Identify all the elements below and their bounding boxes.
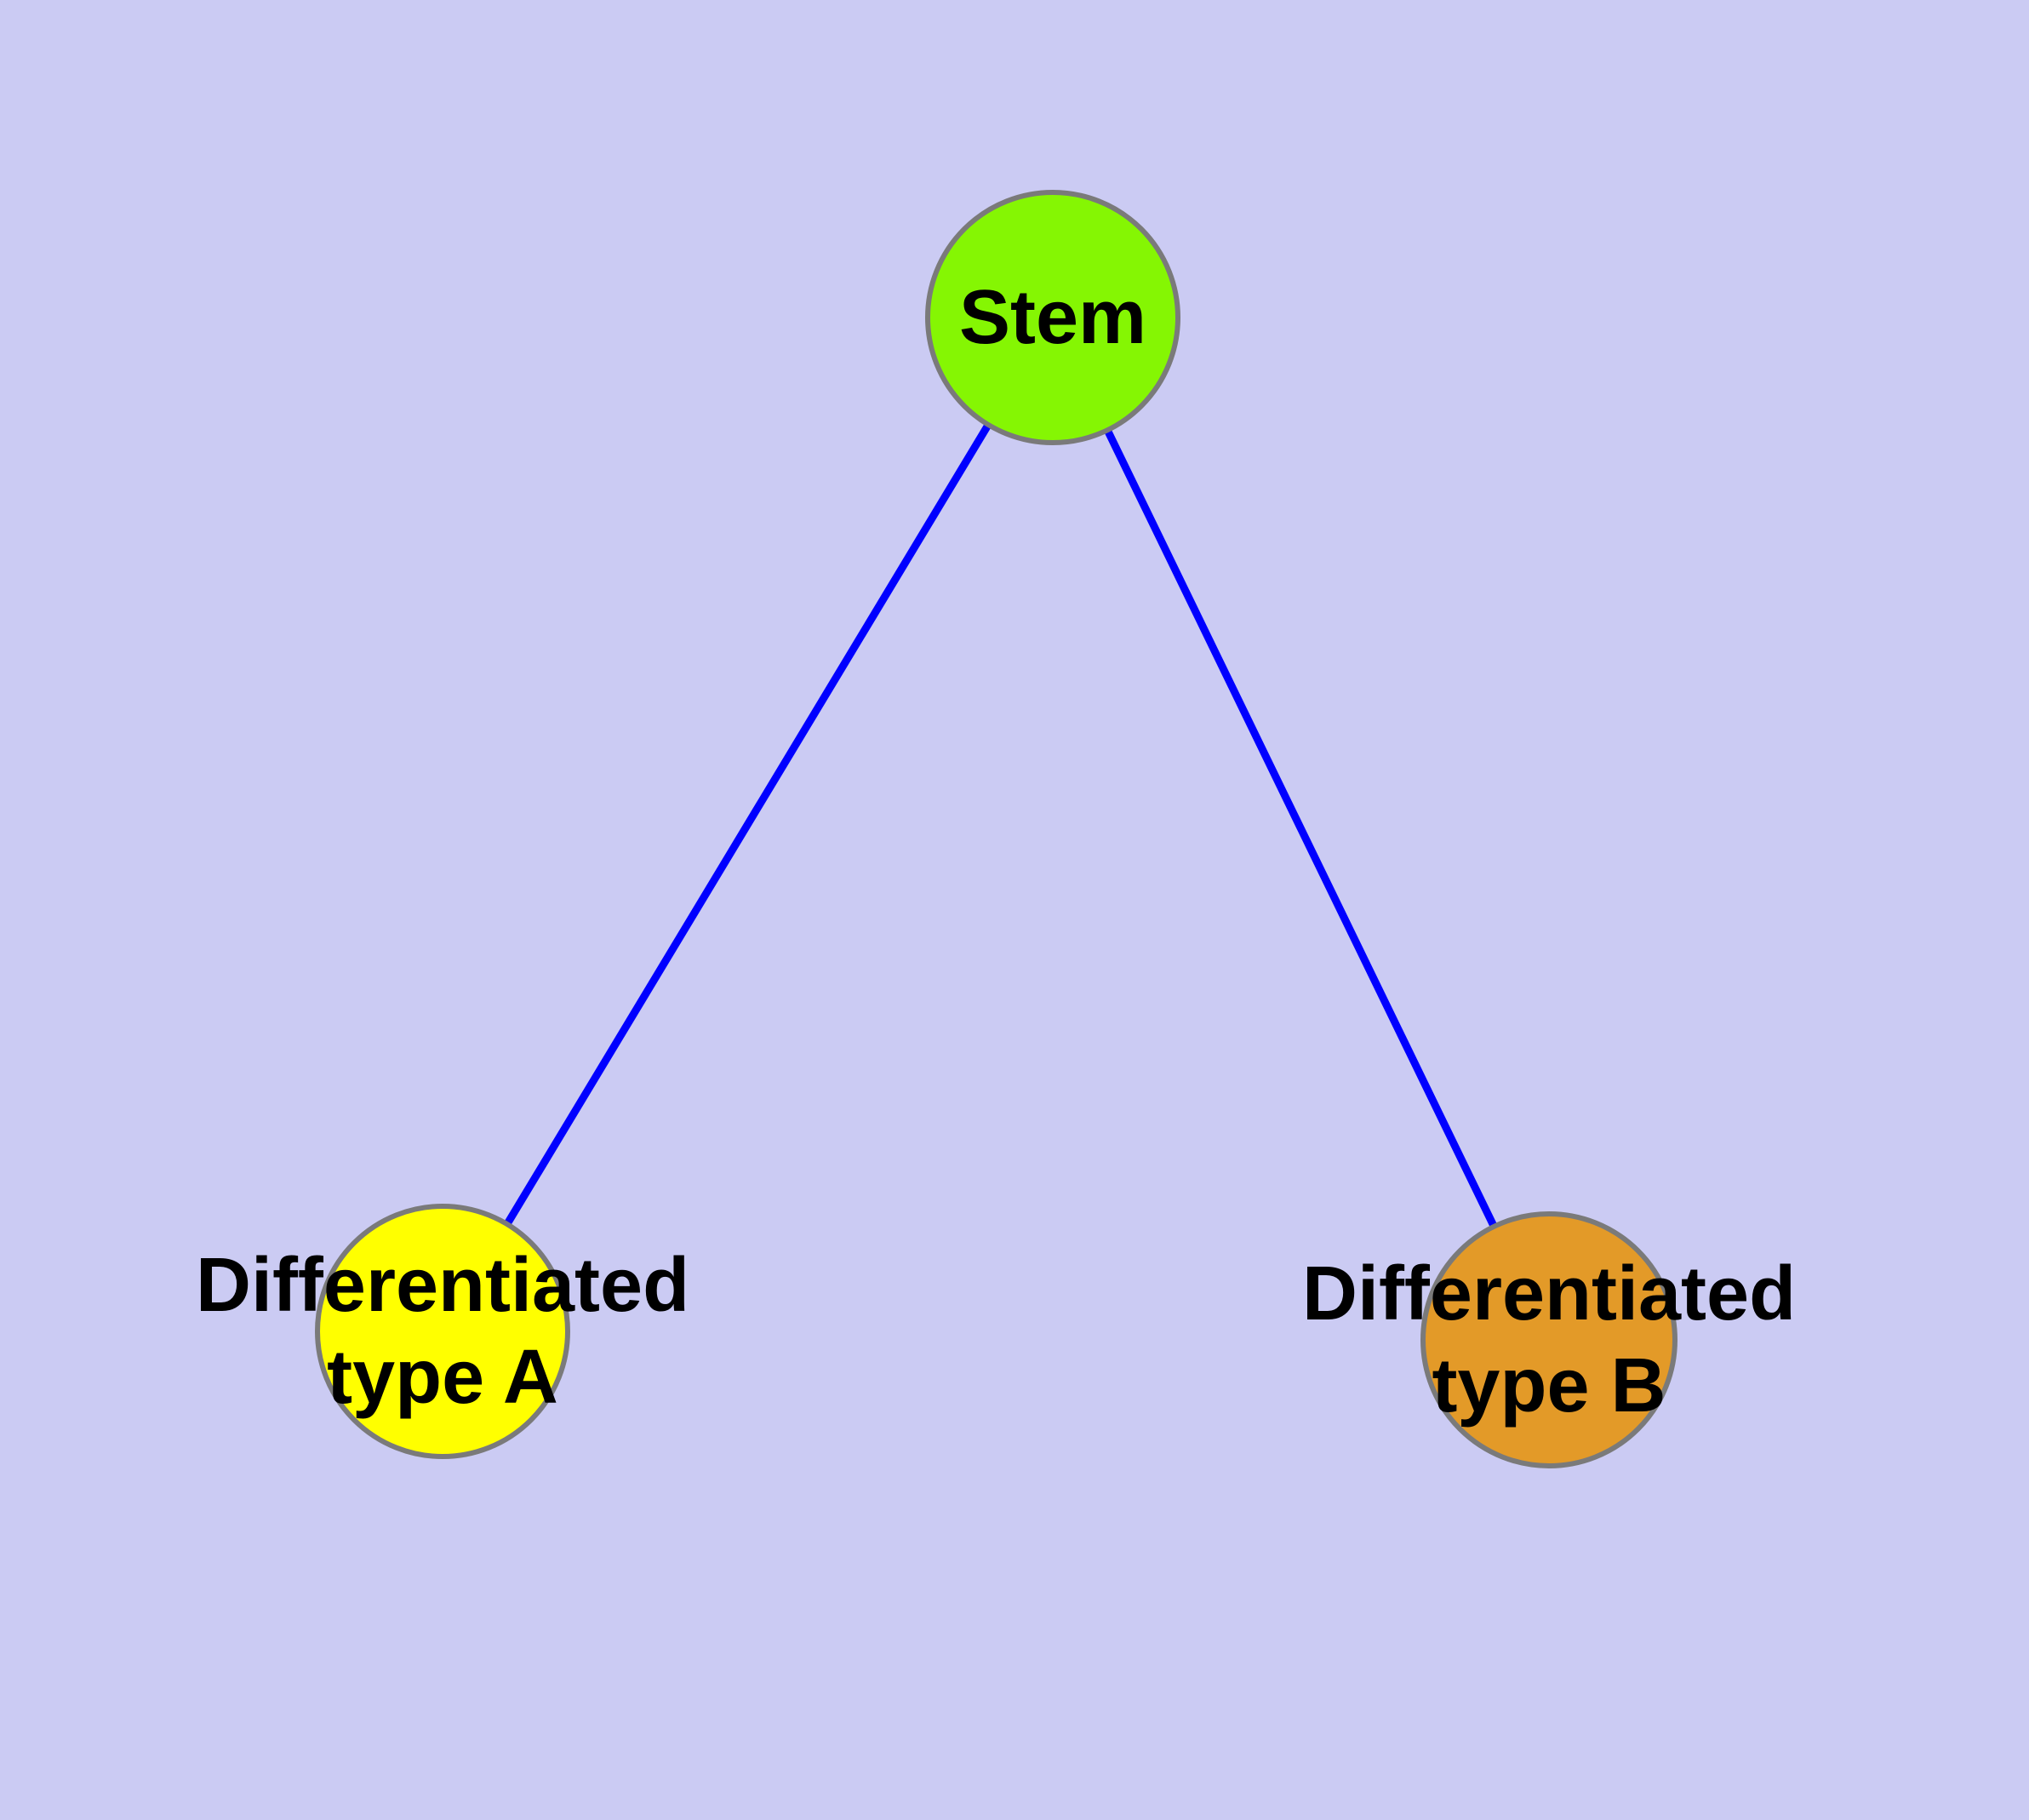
node-stem: Stem (925, 190, 1180, 445)
node-differentiated-type-a: Differentiated type A (196, 1204, 689, 1459)
node-differentiated-type-a-label: Differentiated type A (195, 1243, 690, 1420)
edge-stem-to-type-a (439, 315, 1056, 1334)
node-stem-label: Stem (958, 275, 1147, 360)
node-differentiated-type-b-label: Differentiated type B (1301, 1251, 1797, 1428)
edge-stem-to-type-b (1049, 316, 1553, 1342)
node-differentiated-type-b: Differentiated type B (1302, 1211, 1796, 1468)
